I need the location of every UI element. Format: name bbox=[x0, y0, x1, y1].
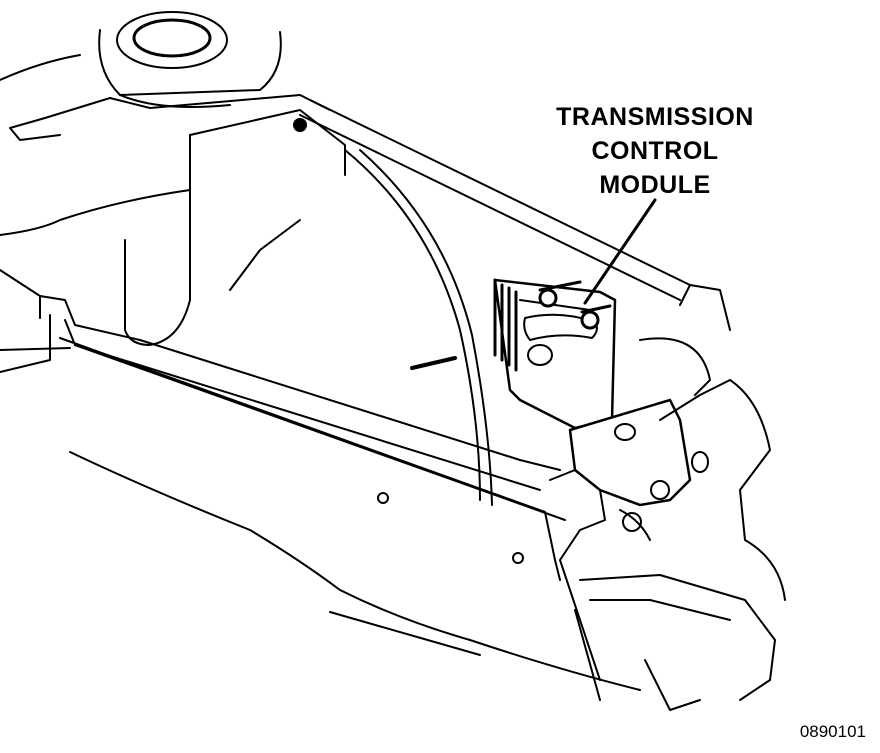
callout-line-2: CONTROL bbox=[591, 137, 719, 165]
lower-body-curve bbox=[69, 451, 641, 691]
tcm-callout: TRANSMISSION CONTROL MODULE bbox=[530, 100, 780, 202]
headlamp-bracket bbox=[549, 379, 731, 681]
fender-skirt bbox=[0, 269, 41, 319]
callout-line-1: TRANSMISSION bbox=[556, 103, 754, 131]
lower-body-edge bbox=[329, 611, 481, 656]
callout-leader-line bbox=[583, 198, 657, 305]
callout-line-3: MODULE bbox=[599, 171, 711, 199]
inner-fender bbox=[0, 94, 493, 506]
fender-bolt bbox=[410, 356, 457, 370]
mounting-hole bbox=[377, 492, 389, 504]
body-outline-upper-left bbox=[0, 54, 81, 81]
front-valance bbox=[574, 337, 786, 711]
tcm-connector bbox=[538, 280, 612, 330]
radiator-support bbox=[0, 99, 731, 581]
figure-id: 0890101 bbox=[799, 722, 866, 741]
strut-tower bbox=[98, 11, 282, 109]
mounting-hole bbox=[512, 552, 524, 564]
mounting-hole bbox=[293, 118, 307, 132]
